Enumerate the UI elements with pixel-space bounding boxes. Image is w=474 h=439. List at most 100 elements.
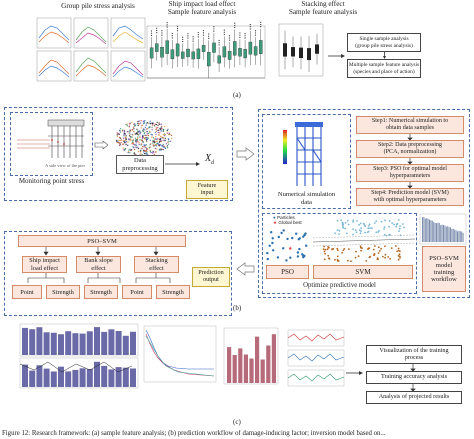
svm-class-b: [373, 253, 376, 255]
cloud-point: [150, 151, 152, 154]
cloud-point: [163, 145, 165, 148]
train-bar-top: [29, 329, 36, 355]
optimize-region: [262, 213, 417, 294]
cloud-point: [160, 123, 162, 125]
train-bar-bottom: [65, 371, 72, 387]
pso-particle: [303, 254, 306, 258]
svm-class-a: [367, 230, 370, 233]
svm-class-b: [354, 256, 357, 259]
mini-bar: [426, 217, 428, 242]
mini-bar: [430, 220, 432, 242]
cloud-point: [166, 146, 169, 149]
train-bar-bottom: [72, 369, 79, 387]
cloud-point: [151, 124, 154, 126]
pso-particle: [268, 244, 271, 247]
projected-results-box: Analysis of projected results: [366, 391, 462, 404]
cloud-point: [134, 137, 137, 139]
mini-bar: [452, 228, 454, 242]
output-strength-2: Strength: [84, 285, 118, 299]
cloud-point: [140, 147, 142, 150]
svm-class-b: [336, 260, 339, 262]
pso-particle: [298, 247, 301, 251]
cloud-point: [118, 142, 120, 144]
cloud-point: [128, 123, 131, 125]
svm-class-a: [364, 231, 367, 234]
ship-box-18: [243, 33, 247, 68]
arrow-plots-to-boxes: [328, 54, 345, 58]
ship-impact-effect-box: Ship impact load effect: [22, 256, 67, 273]
accuracy-bar: [271, 334, 276, 383]
cloud-point: [120, 139, 123, 141]
cloud-point: [156, 121, 158, 123]
mini-bar: [436, 223, 437, 242]
svm-class-b: [372, 248, 375, 251]
mini-bar: [451, 228, 453, 242]
accuracy-bar-plot: [223, 327, 279, 385]
cloud-point: [145, 137, 148, 139]
cloud-point: [147, 122, 150, 124]
mini-bar: [462, 232, 464, 242]
mini-bar: [445, 226, 447, 242]
ship-box-13: [217, 39, 221, 72]
accuracy-bar: [266, 345, 271, 383]
cloud-point: [135, 144, 138, 146]
train-bar-top: [79, 333, 86, 355]
cloud-point: [162, 134, 165, 136]
numerical-region: [262, 114, 351, 209]
ship-box-10: [201, 30, 206, 60]
svm-class-b: [347, 259, 349, 262]
cloud-point: [116, 134, 118, 136]
section-c-label: (c): [233, 418, 241, 426]
accuracy-bar: [232, 355, 237, 383]
cloud-point: [159, 132, 161, 134]
stack-box-4: [315, 33, 319, 65]
ship-box-16: [233, 22, 237, 68]
svm-class-a: [359, 232, 362, 235]
svm-class-a: [384, 219, 386, 222]
svm-class-a: [388, 233, 391, 236]
pso-particle: [296, 251, 300, 254]
ship-box-8: [191, 36, 195, 68]
cloud-point: [155, 123, 158, 126]
mini-bar: [450, 227, 451, 242]
cloud-point: [149, 144, 151, 146]
cloud-point: [154, 123, 156, 125]
cloud-point: [143, 144, 145, 146]
output-point-2: Point: [122, 285, 152, 299]
cloud-point: [149, 120, 151, 122]
cloud-point: [154, 147, 157, 150]
cloud-point: [143, 151, 145, 153]
mini-bar: [444, 225, 446, 242]
cloud-point: [163, 133, 166, 135]
svm-class-a: [354, 229, 357, 232]
ship-box-21: [259, 21, 263, 66]
cloud-point: [153, 142, 156, 144]
cloud-point: [129, 152, 131, 154]
cloud-point: [135, 140, 137, 142]
cloud-point: [118, 133, 120, 135]
prediction-region: [4, 231, 232, 316]
cloud-point: [119, 129, 121, 132]
cloud-point: [162, 130, 164, 132]
pso-particle: [277, 235, 280, 239]
svm-class-b: [390, 247, 393, 249]
ship-box-14: [222, 29, 227, 68]
train-bar-bottom: [86, 369, 93, 387]
train-bar-top: [72, 333, 79, 355]
pso-particle: [305, 244, 308, 247]
cloud-point: [157, 127, 159, 129]
cloud-point: [145, 150, 148, 152]
cloud-point: [141, 139, 143, 141]
cloud-point: [125, 139, 127, 141]
cloud-point: [144, 122, 146, 124]
pso-global-best: ★: [288, 246, 293, 252]
svm-class-a: [352, 228, 355, 231]
ship-box-9: [196, 31, 201, 69]
mini-bar: [429, 219, 430, 242]
cloud-point: [143, 152, 146, 155]
svm-class-a: [403, 226, 405, 229]
cloud-point: [137, 123, 140, 125]
cloud-point: [120, 142, 122, 144]
cloud-point: [124, 133, 126, 136]
cloud-point: [119, 128, 122, 130]
